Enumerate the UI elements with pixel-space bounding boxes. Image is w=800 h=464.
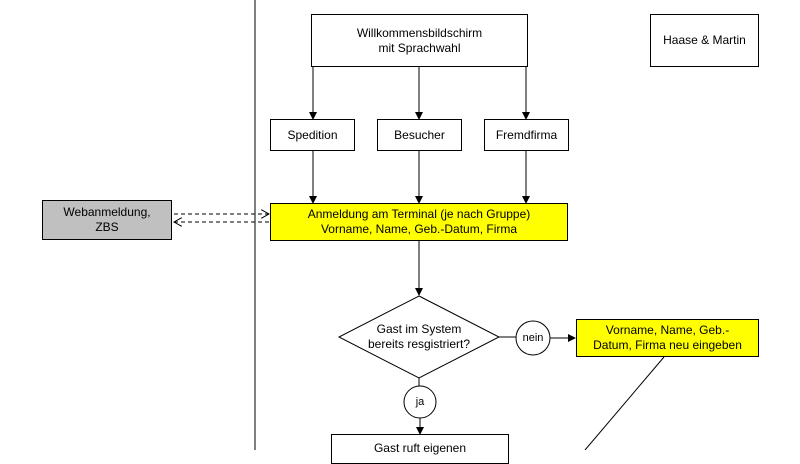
company-box: Haase & Martin xyxy=(650,14,759,67)
welcome-label: Willkommensbildschirm mit Sprachwahl xyxy=(356,25,483,55)
fremdfirma-label: Fremdfirma xyxy=(495,127,558,142)
nein-label: nein xyxy=(522,332,544,344)
gastruft-label: Gast ruft eigenen xyxy=(373,441,467,455)
ja-label: ja xyxy=(415,396,425,408)
connector-neueingabe-down xyxy=(584,356,665,450)
anmeldung-label: Anmeldung am Terminal (je nach Gruppe) V… xyxy=(307,207,531,236)
besucher-label: Besucher xyxy=(394,127,445,142)
besucher-box: Besucher xyxy=(377,119,462,151)
fremdfirma-box: Fremdfirma xyxy=(484,119,569,151)
flowchart-canvas: Willkommensbildschirm mit Sprachwahl Haa… xyxy=(0,0,759,464)
decision-label: Gast im System bereits resgistriert? xyxy=(367,322,471,351)
company-label: Haase & Martin xyxy=(663,33,746,47)
webanmeldung-label: Webanmeldung, ZBS xyxy=(63,205,151,234)
webanmeldung-box: Webanmeldung, ZBS xyxy=(42,200,172,240)
gastruft-box: Gast ruft eigenen xyxy=(331,434,509,464)
neueingabe-label: Vorname, Name, Geb.- Datum, Firma neu ei… xyxy=(593,323,742,352)
welcome-box: Willkommensbildschirm mit Sprachwahl xyxy=(311,14,528,67)
anmeldung-box: Anmeldung am Terminal (je nach Gruppe) V… xyxy=(270,203,568,241)
connector-layer xyxy=(0,0,665,450)
spedition-box: Spedition xyxy=(270,119,355,151)
neueingabe-box: Vorname, Name, Geb.- Datum, Firma neu ei… xyxy=(576,319,759,357)
spedition-label: Spedition xyxy=(287,127,338,142)
